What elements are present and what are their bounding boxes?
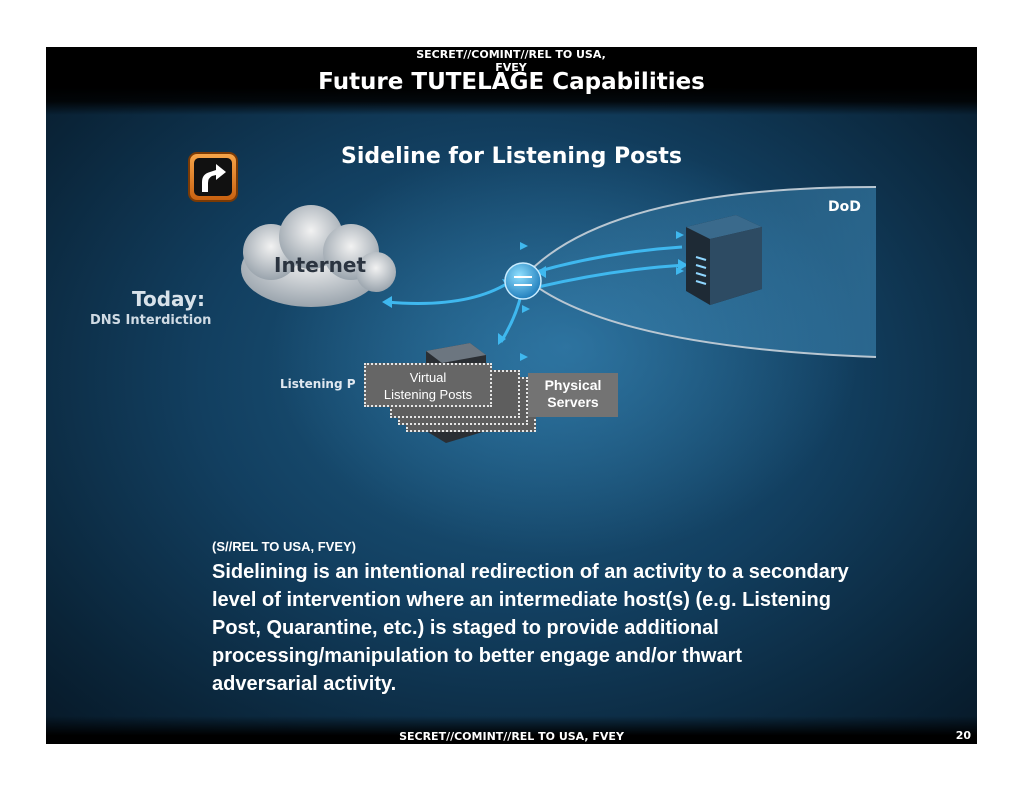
virtual-listening-posts-box: Virtual Listening Posts: [364, 363, 492, 407]
footer-bar: [46, 716, 977, 744]
classification-bottom: SECRET//COMINT//REL TO USA, FVEY: [399, 730, 624, 743]
today-label: Today:: [132, 287, 205, 311]
sidelining-definition: Sidelining is an intentional redirection…: [212, 561, 849, 695]
router-icon: [504, 262, 542, 300]
slide: SECRET//COMINT//REL TO USA, FVEY Future …: [46, 47, 977, 744]
page-number: 20: [955, 729, 971, 742]
slide-title: Future TUTELAGE Capabilities: [318, 69, 705, 95]
cloud-icon: [241, 205, 396, 307]
listening-posts-label: Listening P: [280, 377, 356, 391]
slide-subtitle: Sideline for Listening Posts: [341, 144, 682, 169]
turn-arrow-icon: [188, 152, 238, 202]
dod-label: DoD: [828, 199, 861, 215]
internet-label: Internet: [274, 253, 367, 277]
header-bar: [46, 47, 977, 115]
dns-interdiction-label: DNS Interdiction: [90, 313, 212, 328]
body-text: (S//REL TO USA, FVEY) Sidelining is an i…: [212, 539, 852, 698]
server-icon: [686, 215, 762, 305]
physical-servers-box: Physical Servers: [528, 373, 618, 417]
portion-marking: (S//REL TO USA, FVEY): [212, 539, 356, 554]
classification-top: SECRET//COMINT//REL TO USA, FVEY: [416, 48, 606, 74]
